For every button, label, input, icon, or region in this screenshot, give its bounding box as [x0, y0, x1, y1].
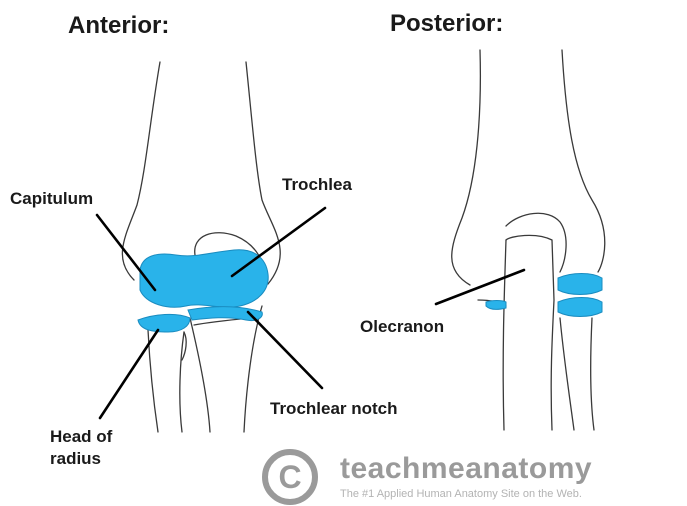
olecranon-pointer [436, 270, 524, 304]
anterior-cartilage [138, 250, 268, 332]
posterior-fossa-outline [506, 213, 566, 272]
copyright-logo-icon: C [258, 448, 328, 506]
radial-head-cartilage [138, 314, 190, 332]
anterior-view [122, 62, 280, 432]
capitulum-label: Capitulum [10, 188, 93, 210]
anterior-ulna-outline [190, 306, 262, 432]
watermark-name: teachmeanatomy [340, 452, 592, 486]
anterior-humerus-outline [122, 62, 280, 284]
posterior-view [452, 50, 605, 430]
watermark-tagline: The #1 Applied Human Anatomy Site on the… [340, 488, 582, 500]
head-of-radius-label-line1: Head of [50, 426, 112, 448]
olecranon-label: Olecranon [360, 316, 444, 338]
posterior-radius-outline [560, 318, 594, 430]
trochlea-label: Trochlea [282, 174, 352, 196]
watermark: C teachmeanatomy The #1 Applied Human An… [258, 448, 687, 506]
posterior-upper-cartilage [558, 274, 602, 295]
posterior-pointers [436, 270, 524, 304]
watermark-logo-letter: C [278, 459, 301, 495]
head-of-radius-pointer [100, 330, 158, 418]
head-of-radius-label: Head of radius [50, 426, 112, 470]
olecranon-outline [506, 235, 554, 430]
trochlear-notch-label: Trochlear notch [270, 398, 398, 420]
posterior-humerus-outline [452, 50, 605, 285]
anterior-radius-outline [148, 330, 184, 432]
capitulum-cartilage [140, 250, 268, 307]
posterior-ulna-outline [503, 240, 506, 430]
trochlear-notch-pointer [248, 312, 322, 388]
capitulum-pointer [97, 215, 155, 290]
posterior-lower-cartilage [558, 298, 602, 317]
posterior-small-cartilage [486, 301, 506, 310]
head-of-radius-label-line2: radius [50, 448, 112, 470]
